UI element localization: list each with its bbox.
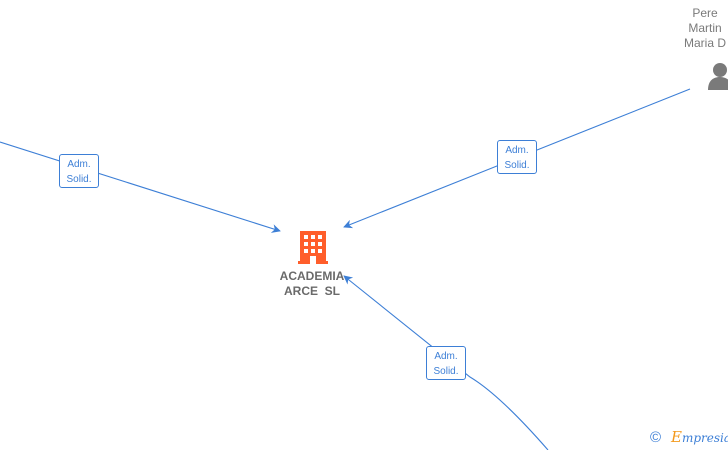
edge-bottom-right bbox=[343, 275, 549, 450]
edge-label-line1: Adm. bbox=[505, 145, 529, 156]
edge-label-line2: Solid. bbox=[504, 160, 530, 171]
brand-initial: E bbox=[671, 428, 682, 446]
edge-label-line2: Solid. bbox=[66, 174, 92, 185]
edge-label-line1: Adm. bbox=[434, 351, 458, 362]
edge-label-line2: Solid. bbox=[433, 366, 459, 377]
person-name-line2: Martin bbox=[688, 21, 722, 35]
company-name-line2: ARCE SL bbox=[283, 284, 340, 298]
person-name[interactable]: Pere Martin Maria D bbox=[640, 6, 728, 51]
edge-left bbox=[0, 141, 281, 233]
brand-name: mpresia bbox=[682, 431, 728, 445]
edge-label-left[interactable]: Adm. Solid. bbox=[59, 154, 99, 188]
edge-label-line1: Adm. bbox=[67, 159, 91, 170]
edge-label-bottom-right[interactable]: Adm. Solid. bbox=[426, 346, 466, 380]
edge-label-top-right[interactable]: Adm. Solid. bbox=[497, 140, 537, 174]
person-icon[interactable] bbox=[708, 63, 728, 90]
person-name-line1: Pere bbox=[692, 6, 718, 20]
empresia-watermark: © E mpresia bbox=[650, 428, 728, 449]
building-icon[interactable] bbox=[298, 231, 328, 264]
company-name-line1: ACADEMIA bbox=[279, 269, 345, 283]
copyright-icon: © bbox=[650, 429, 662, 446]
company-name[interactable]: ACADEMIA ARCE SL bbox=[262, 269, 362, 299]
person-name-line3: Maria D bbox=[683, 36, 726, 50]
